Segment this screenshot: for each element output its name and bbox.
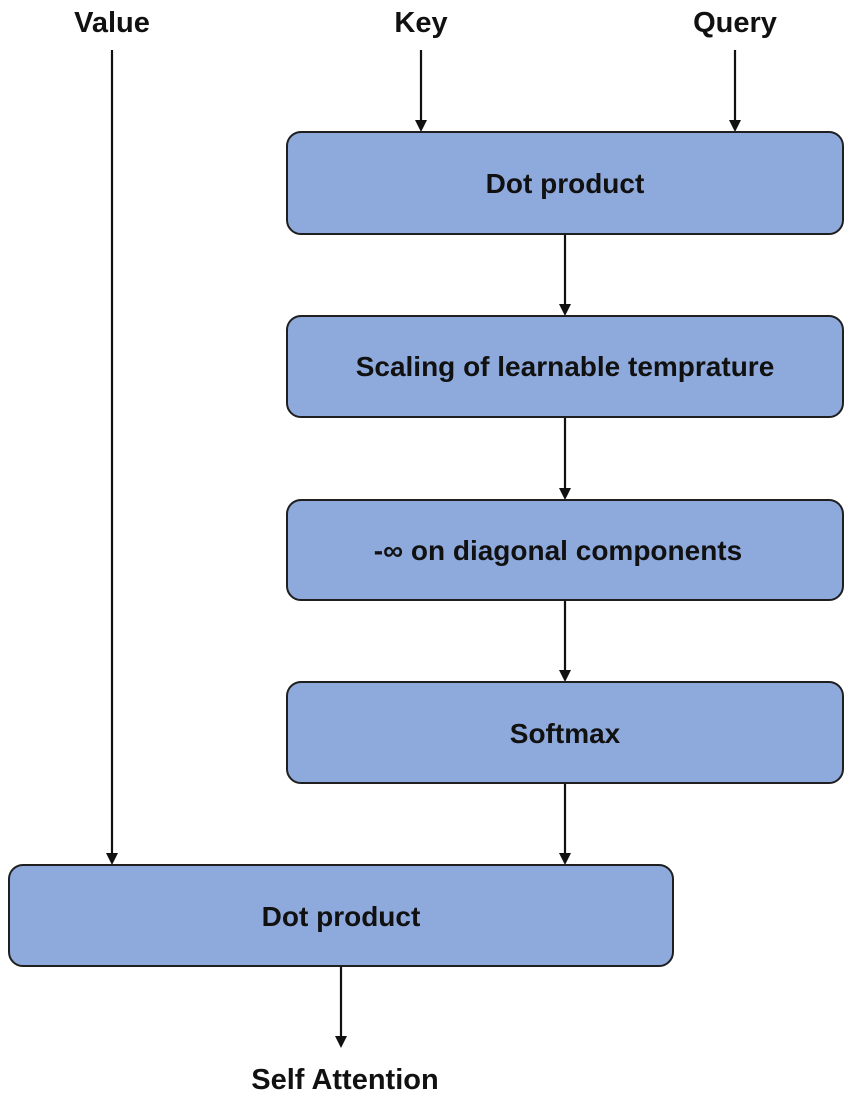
- value-label: Value: [74, 7, 150, 39]
- node-softmax: Softmax: [286, 681, 844, 784]
- edge-scaling-to-diagonal: [559, 417, 571, 500]
- node-diagonal-label: -∞ on diagonal components: [374, 535, 742, 566]
- edge-softmax-to-dot-product-2: [559, 783, 571, 865]
- node-diagonal: -∞ on diagonal components: [286, 499, 844, 601]
- node-scaling-label: Scaling of learnable temprature: [356, 351, 775, 382]
- edge-dot-product-2-to-output: [335, 966, 347, 1048]
- edge-key-to-dot-product: [415, 50, 427, 132]
- edge-query-to-dot-product: [729, 50, 741, 132]
- node-scaling: Scaling of learnable temprature: [286, 315, 844, 418]
- query-label: Query: [693, 7, 777, 39]
- edge-dot-product-to-scaling: [559, 234, 571, 316]
- edge-value-to-dot-product-2: [106, 50, 118, 865]
- node-dot-product-2: Dot product: [8, 864, 674, 967]
- node-dot-product-2-label: Dot product: [262, 901, 421, 932]
- node-dot-product-1: Dot product: [286, 131, 844, 235]
- key-label: Key: [394, 7, 447, 39]
- node-softmax-label: Softmax: [510, 718, 621, 749]
- node-dot-product-1-label: Dot product: [486, 168, 645, 199]
- edge-diagonal-to-softmax: [559, 600, 571, 682]
- output-label: Self Attention: [251, 1064, 438, 1096]
